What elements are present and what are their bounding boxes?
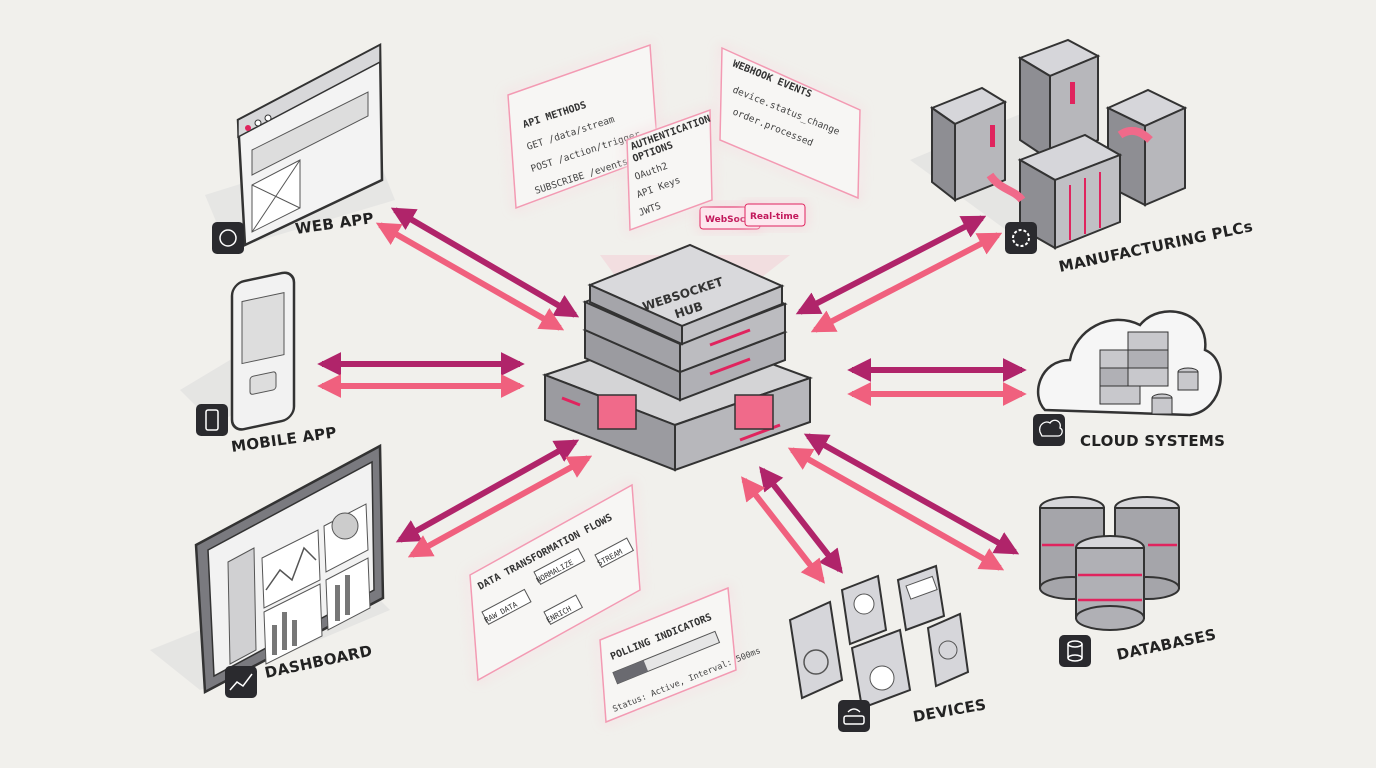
devices-node: DEVICES xyxy=(788,564,988,732)
polling-progress-bar xyxy=(612,630,721,685)
websocket-hub: WEBSOCKET HUB xyxy=(542,243,813,472)
arrow-mobile-app xyxy=(317,352,525,398)
tag-realtime: Real-time xyxy=(744,203,806,227)
devices-label: DEVICES xyxy=(912,695,988,726)
databases-node: DATABASES xyxy=(1039,496,1218,667)
globe-icon xyxy=(212,222,244,254)
arrow-cloud xyxy=(847,358,1027,406)
arrow-dashboard xyxy=(395,439,593,558)
webhook-events-panel: WEBHOOK EVENTS device.status_change orde… xyxy=(719,46,861,200)
arrow-manufacturing xyxy=(795,215,1003,333)
cloud-node: CLOUD SYSTEMS xyxy=(1033,310,1225,450)
manufacturing-node: MANUFACTURING PLCs xyxy=(910,38,1254,276)
connection-arrows xyxy=(317,207,1027,584)
arrow-devices xyxy=(741,466,843,584)
tag-websocket-label: WebSocket xyxy=(705,215,762,225)
phone-icon xyxy=(196,404,228,436)
dashboard-node: DASHBOARD xyxy=(150,443,390,698)
database-icon xyxy=(1059,635,1091,667)
cloud-label: CLOUD SYSTEMS xyxy=(1080,432,1225,450)
mobile-app-node: MOBILE APP xyxy=(180,271,338,456)
api-methods-panel: API METHODS GET /data/stream POST /actio… xyxy=(507,43,659,210)
web-app-node: WEB APP xyxy=(205,42,395,254)
analytics-icon xyxy=(225,666,257,698)
cloud-download-icon xyxy=(1033,414,1065,446)
gear-icon xyxy=(1005,222,1037,254)
databases-label: DATABASES xyxy=(1115,625,1218,664)
arrow-web-app xyxy=(375,207,580,331)
polling-indicators-panel: POLLING INDICATORS Status: Active, Inter… xyxy=(599,586,762,724)
tag-realtime-label: Real-time xyxy=(750,212,799,222)
